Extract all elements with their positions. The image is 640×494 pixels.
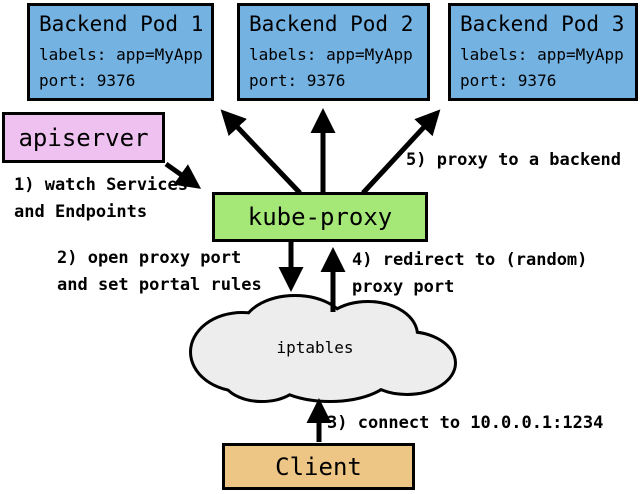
backend-pod-1-port: port: 9376 (39, 71, 136, 90)
client-box: Client (222, 443, 415, 490)
backend-pod-2-title: Backend Pod 2 (249, 12, 414, 36)
arrow-step5-kubeproxy-to-pod1 (220, 109, 302, 195)
arrow-step5-kubeproxy-to-pod3 (361, 109, 441, 195)
step3-annotation: 3) connect to 10.0.0.1:1234 (327, 413, 604, 433)
backend-pod-2-port: port: 9376 (249, 71, 346, 90)
apiserver-box: apiserver (2, 112, 165, 163)
backend-pod-1-title: Backend Pod 1 (39, 12, 204, 36)
backend-pod-2-box: Backend Pod 2 labels: app=MyApp port: 93… (237, 3, 430, 101)
backend-pod-3-port: port: 9376 (460, 71, 557, 90)
kube-proxy-label: kube-proxy (247, 203, 393, 231)
step2-annotation: 2) open proxy port and set portal rules (57, 248, 262, 295)
backend-pod-1-labels: labels: app=MyApp (39, 45, 203, 64)
backend-pod-1-box: Backend Pod 1 labels: app=MyApp port: 93… (27, 3, 214, 101)
iptables-cloud (189, 294, 457, 403)
iptables-label: iptables (276, 338, 354, 357)
apiserver-label: apiserver (18, 123, 149, 152)
backend-pod-2-labels: labels: app=MyApp (249, 45, 413, 64)
step1-annotation: 1) watch Services and Endpoints (14, 175, 188, 222)
backend-pod-3-box: Backend Pod 3 labels: app=MyApp port: 93… (448, 3, 638, 101)
kube-proxy-box: kube-proxy (212, 192, 428, 242)
backend-pod-3-title: Backend Pod 3 (460, 12, 625, 36)
step5-annotation: 5) proxy to a backend (406, 150, 621, 170)
arrow-step1-apiserver-to-kubeproxy (164, 161, 202, 189)
step4-annotation: 4) redirect to (random) proxy port (352, 250, 588, 297)
client-label: Client (275, 452, 362, 481)
backend-pod-3-labels: labels: app=MyApp (460, 45, 624, 64)
